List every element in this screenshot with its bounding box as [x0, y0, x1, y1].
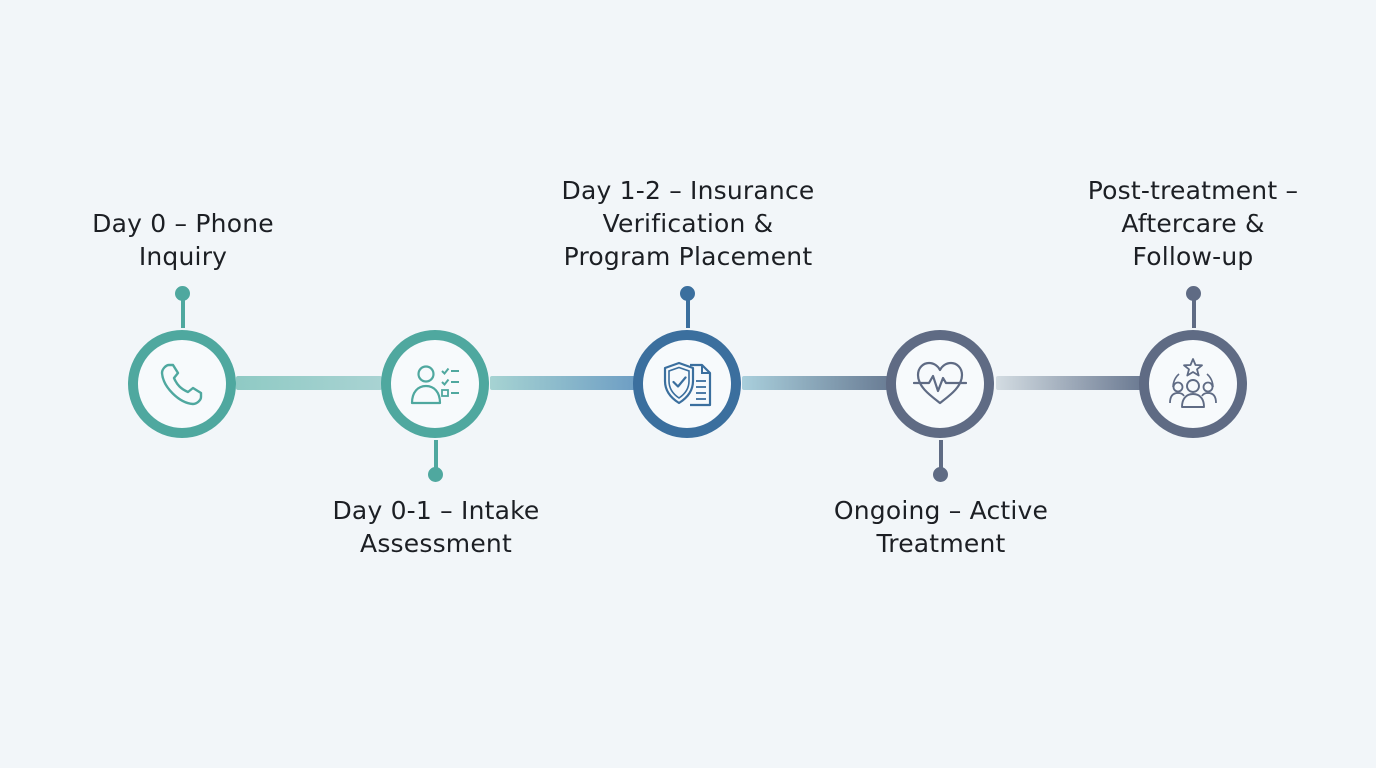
step-3-label-line-1: Day 1-2 – Insurance: [561, 176, 815, 205]
step-2-stem: [434, 440, 438, 470]
step-4-stem: [939, 440, 943, 470]
heart-pulse-icon: [913, 361, 967, 405]
shield-document-icon: [663, 361, 712, 407]
step-4-label: Ongoing – Active Treatment: [791, 494, 1091, 560]
connector-2-3: [490, 376, 636, 390]
clipboard-checklist-icon: [410, 365, 459, 405]
step-5-node: [1139, 330, 1247, 438]
step-1-label-line-1: Day 0 – Phone: [92, 209, 274, 238]
step-2-marker-dot: [428, 467, 443, 482]
step-3-node: [633, 330, 741, 438]
connector-3-4: [742, 376, 888, 390]
step-4-node: [886, 330, 994, 438]
phone-icon: [160, 363, 203, 406]
step-1-stem: [181, 298, 185, 328]
step-5-label: Post-treatment – Aftercare & Follow-up: [1043, 174, 1343, 273]
step-1-label-line-2: Inquiry: [138, 242, 228, 271]
step-3-label-line-2: Verification &: [602, 209, 774, 238]
connector-1-2: [236, 376, 382, 390]
step-1-node: [128, 330, 236, 438]
step-3-label: Day 1-2 – Insurance Verification & Progr…: [538, 174, 838, 273]
step-5-marker-dot: [1186, 286, 1201, 301]
step-1-marker-dot: [175, 286, 190, 301]
step-5-label-line-2: Aftercare &: [1121, 209, 1265, 238]
step-2-label-line-1: Day 0-1 – Intake: [332, 496, 540, 525]
step-5-label-line-3: Follow-up: [1132, 242, 1254, 271]
step-4-marker-dot: [933, 467, 948, 482]
community-support-icon: [1169, 358, 1217, 408]
step-5-label-line-1: Post-treatment –: [1087, 176, 1299, 205]
step-2-node: [381, 330, 489, 438]
step-2-label-line-2: Assessment: [360, 529, 512, 558]
step-1-label: Day 0 – Phone Inquiry: [33, 207, 333, 273]
step-4-label-line-2: Treatment: [876, 529, 1006, 558]
step-3-label-line-3: Program Placement: [563, 242, 813, 271]
connector-4-5: [996, 376, 1142, 390]
step-4-label-line-1: Ongoing – Active: [833, 496, 1049, 525]
step-2-label: Day 0-1 – Intake Assessment: [286, 494, 586, 560]
step-3-stem: [686, 298, 690, 328]
step-5-stem: [1192, 298, 1196, 328]
step-3-marker-dot: [680, 286, 695, 301]
